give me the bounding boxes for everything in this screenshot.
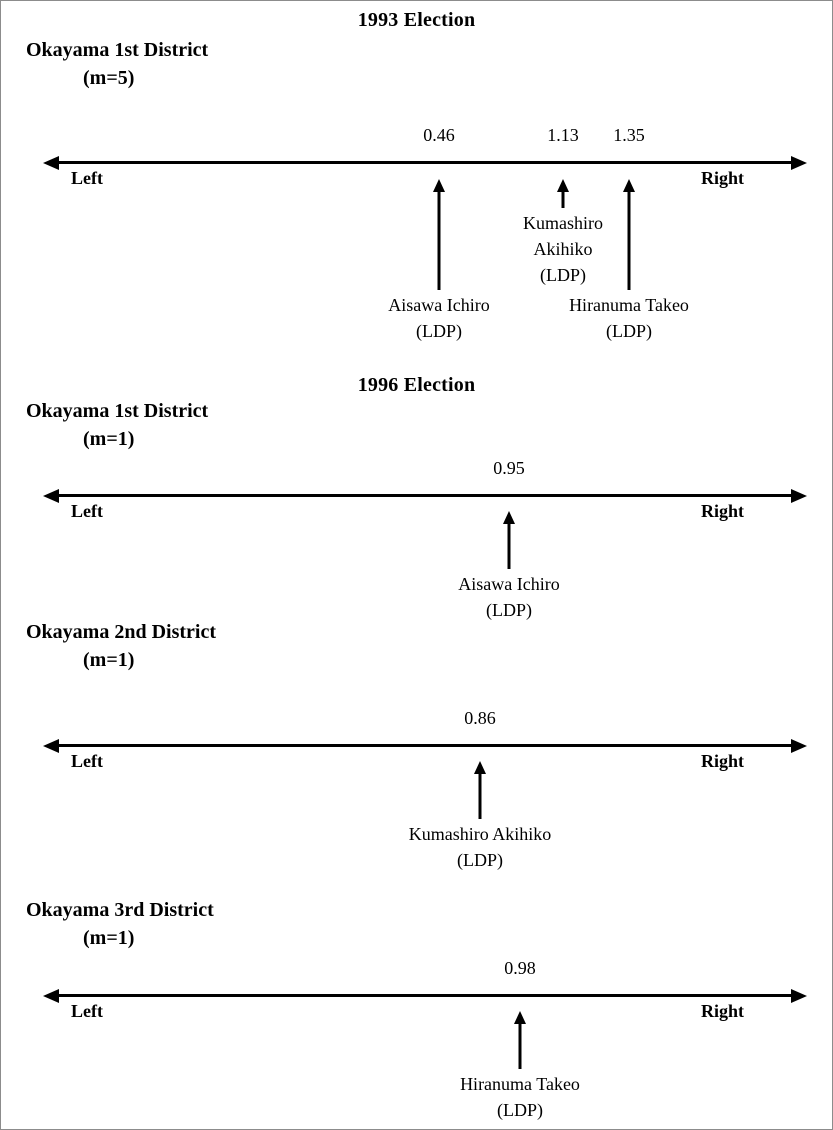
candidate-name-line: Hiranuma Takeo — [460, 1074, 580, 1094]
axis-arrow-left-icon — [43, 488, 59, 503]
candidate-marker-arrowhead-icon — [623, 179, 635, 192]
candidate-marker-stem — [561, 191, 565, 208]
candidate-label: Aisawa Ichiro (LDP) — [458, 571, 559, 623]
candidate-marker-arrowhead-icon — [514, 1011, 526, 1024]
ideology-axis-line — [56, 744, 794, 747]
candidate-position-value: 1.13 — [547, 125, 579, 145]
candidate-name-line: Kumashiro Akihiko — [408, 824, 552, 844]
candidate-label: Aisawa Ichiro (LDP) — [388, 292, 489, 344]
candidate-position-value: 0.46 — [423, 125, 455, 145]
election-title: 1996 Election — [357, 374, 476, 396]
axis-arrow-left-icon — [43, 738, 59, 753]
axis-pole-label-right: Right — [701, 501, 745, 521]
candidate-name-line: Kumashiro — [523, 213, 603, 233]
axis-pole-label-right: Right — [701, 751, 745, 771]
candidate-party: (LDP) — [486, 600, 532, 621]
candidate-label: Hiranuma Takeo (LDP) — [569, 292, 689, 344]
district-name: Okayama 3rd District — [26, 899, 214, 921]
candidate-marker-stem — [478, 773, 482, 819]
district-magnitude: (m=1) — [83, 927, 135, 949]
axis-arrow-right-icon — [791, 155, 807, 170]
candidate-party: (LDP) — [416, 321, 462, 342]
axis-arrow-left-icon — [43, 155, 59, 170]
axis-pole-label-right: Right — [701, 1001, 745, 1021]
candidate-marker-arrowhead-icon — [433, 179, 445, 192]
district-magnitude: (m=1) — [83, 649, 135, 671]
candidate-position-value: 0.95 — [493, 458, 525, 478]
candidate-name-line: Aisawa Ichiro — [388, 295, 490, 315]
district-name: Okayama 2nd District — [26, 621, 216, 643]
ideology-axis-line — [56, 494, 794, 497]
candidate-marker-stem — [627, 191, 631, 290]
district-name: Okayama 1st District — [26, 39, 209, 61]
district-name: Okayama 1st District — [26, 400, 209, 422]
candidate-party: (LDP) — [606, 321, 652, 342]
axis-pole-label-left: Left — [71, 501, 103, 521]
candidate-party: (LDP) — [457, 850, 503, 871]
axis-pole-label-left: Left — [71, 1001, 103, 1021]
ideology-axis-line — [56, 161, 794, 164]
axis-arrow-right-icon — [791, 738, 807, 753]
candidate-label: Hiranuma Takeo (LDP) — [460, 1071, 580, 1123]
candidate-position-value: 1.35 — [613, 125, 645, 145]
axis-arrow-right-icon — [791, 488, 807, 503]
election-title: 1993 Election — [357, 9, 476, 31]
axis-pole-label-right: Right — [701, 168, 745, 188]
candidate-name-line: Akihiko — [533, 239, 593, 260]
candidate-position-value: 0.86 — [464, 708, 496, 728]
candidate-party: (LDP) — [540, 265, 586, 286]
ideology-axis-line — [56, 994, 794, 997]
candidate-party: (LDP) — [497, 1100, 543, 1121]
district-magnitude: (m=5) — [83, 67, 135, 89]
axis-pole-label-left: Left — [71, 751, 103, 771]
axis-arrow-right-icon — [791, 988, 807, 1003]
axis-pole-label-left: Left — [71, 168, 103, 188]
candidate-marker-stem — [507, 523, 511, 569]
candidate-marker-stem — [518, 1023, 522, 1069]
candidate-marker-arrowhead-icon — [474, 761, 486, 774]
district-magnitude: (m=1) — [83, 428, 135, 450]
candidate-marker-arrowhead-icon — [503, 511, 515, 524]
candidate-name-line: Hiranuma Takeo — [569, 295, 689, 315]
candidate-label: Kumashiro Akihiko (LDP) — [409, 821, 552, 873]
axis-arrow-left-icon — [43, 988, 59, 1003]
candidate-name-line: Aisawa Ichiro — [458, 574, 560, 594]
candidate-position-value: 0.98 — [504, 958, 536, 978]
candidate-marker-arrowhead-icon — [557, 179, 569, 192]
candidate-marker-stem — [437, 191, 441, 290]
